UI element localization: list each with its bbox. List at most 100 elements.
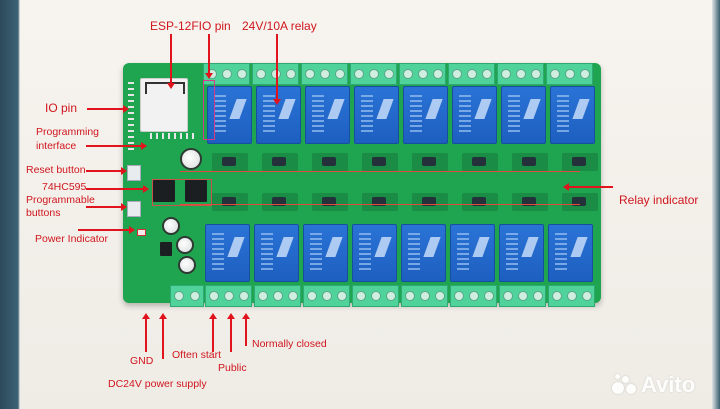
inductor: [160, 242, 172, 256]
label-public: Public: [218, 362, 247, 374]
relay: [401, 224, 446, 282]
relay-indicator-led: [362, 153, 398, 171]
terminal-block: [254, 285, 301, 307]
label-reset-button: Reset button: [26, 164, 86, 176]
io-pin-header: [128, 82, 134, 152]
terminal-block: [303, 285, 350, 307]
relay: [548, 224, 593, 282]
terminal-block: [497, 63, 544, 85]
capacitor: [162, 217, 180, 235]
programmable-button[interactable]: [127, 201, 141, 217]
relay: [352, 224, 397, 282]
relay: [254, 224, 299, 282]
relay: [501, 86, 546, 144]
relay-indicator-led: [462, 193, 498, 211]
label-gnd: GND: [130, 355, 154, 367]
relay: [403, 86, 448, 144]
capacitor: [176, 236, 194, 254]
relay-indicator-led: [262, 193, 298, 211]
relay-indicator-led: [212, 153, 248, 171]
terminal-block: [399, 63, 446, 85]
arrow-icon: [563, 183, 613, 191]
power-indicator-led: [137, 229, 146, 236]
terminal-block: [301, 63, 348, 85]
annotation-line: [180, 171, 580, 172]
arrow-icon: [87, 105, 129, 113]
relay-indicator-led: [562, 193, 598, 211]
arrow-icon: [205, 34, 213, 79]
annotation-line: [180, 204, 580, 205]
relay-indicator-led: [512, 153, 548, 171]
terminal-block: [401, 285, 448, 307]
terminal-block: [548, 285, 595, 307]
label-power-supply: DC24V power supply: [108, 378, 207, 390]
arrow-icon: [159, 313, 167, 359]
arrow-icon: [227, 313, 235, 352]
label-programming-interface-2: interface: [36, 140, 77, 152]
relay: [452, 86, 497, 144]
74hc595-chip: [185, 180, 207, 202]
capacitor: [180, 148, 202, 170]
label-programmable-buttons-2: buttons: [26, 207, 61, 219]
relay-indicator-led: [412, 193, 448, 211]
relay-indicator-led: [362, 193, 398, 211]
bottom-terminal-row: [205, 285, 595, 307]
terminal-block: [546, 63, 593, 85]
label-often-start: Often start: [172, 349, 222, 361]
label-esp-io-pin: ESP-12FIO pin: [150, 19, 231, 33]
relay-indicator-led: [512, 193, 548, 211]
esp-io-pin-highlight: [203, 80, 215, 140]
terminal-block: [499, 285, 546, 307]
relay: [354, 86, 399, 144]
relay: [303, 224, 348, 282]
relay: [450, 224, 495, 282]
relay: [256, 86, 301, 144]
terminal-block: [350, 63, 397, 85]
terminal-block: [205, 285, 252, 307]
label-power-indicator: Power Indicator: [35, 233, 108, 245]
avito-watermark: Avito: [612, 372, 695, 398]
relay: [305, 86, 350, 144]
arrow-icon: [78, 226, 135, 234]
terminal-block: [448, 63, 495, 85]
arrow-icon: [86, 167, 127, 175]
avito-text: Avito: [641, 372, 696, 397]
avito-logo-icon: [612, 374, 638, 396]
arrow-icon: [209, 313, 217, 352]
label-io-pin: IO pin: [45, 101, 78, 115]
arrow-icon: [167, 34, 175, 89]
relay: [550, 86, 595, 144]
label-programming-interface: Programming: [36, 126, 100, 138]
top-relay-row: [207, 86, 595, 144]
relay-indicator-row-top: [212, 153, 598, 171]
arrow-icon: [86, 203, 127, 211]
terminal-block: [352, 285, 399, 307]
relay-indicator-led: [312, 153, 348, 171]
power-terminal: [170, 285, 204, 307]
label-normally-closed: Normally closed: [252, 338, 327, 350]
terminal-block: [450, 285, 497, 307]
arrow-icon: [273, 34, 281, 105]
74hc595-chip: [153, 180, 175, 202]
relay-indicator-led: [212, 193, 248, 211]
relay-indicator-row-bottom: [212, 193, 598, 211]
terminal-block: [252, 63, 299, 85]
74hc595-highlight: [152, 179, 212, 206]
arrow-icon: [142, 313, 150, 352]
relay-indicator-led: [262, 153, 298, 171]
relay: [205, 224, 250, 282]
arrow-icon: [86, 142, 147, 150]
label-programmable-buttons: Programmable: [26, 194, 95, 206]
reset-button[interactable]: [127, 165, 141, 181]
relay-indicator-led: [312, 193, 348, 211]
arrow-icon: [86, 185, 149, 193]
label-74hc595: 74HC595: [42, 181, 87, 193]
programming-interface-header: [150, 133, 194, 139]
relay-indicator-led: [562, 153, 598, 171]
arrow-icon: [242, 313, 250, 346]
capacitor: [178, 256, 196, 274]
relay-indicator-led: [412, 153, 448, 171]
label-relay-indicator: Relay indicator: [619, 193, 699, 207]
relay: [499, 224, 544, 282]
label-relay: 24V/10A relay: [242, 19, 317, 33]
